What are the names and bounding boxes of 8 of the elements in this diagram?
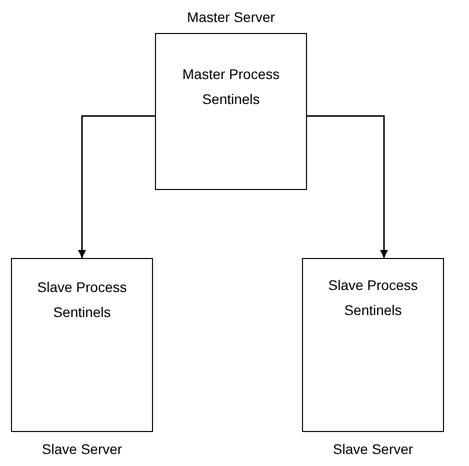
process-label: Slave Process Sentinels — [327, 276, 419, 320]
server-label: Slave Server — [332, 440, 414, 459]
server-label: Master Server — [187, 8, 275, 27]
process-label: Master Process Sentinels — [181, 65, 281, 109]
server-label: Slave Server — [42, 440, 122, 459]
arrow — [78, 115, 155, 258]
arrow — [307, 115, 388, 258]
process-label: Slave Process Sentinels — [36, 278, 128, 322]
